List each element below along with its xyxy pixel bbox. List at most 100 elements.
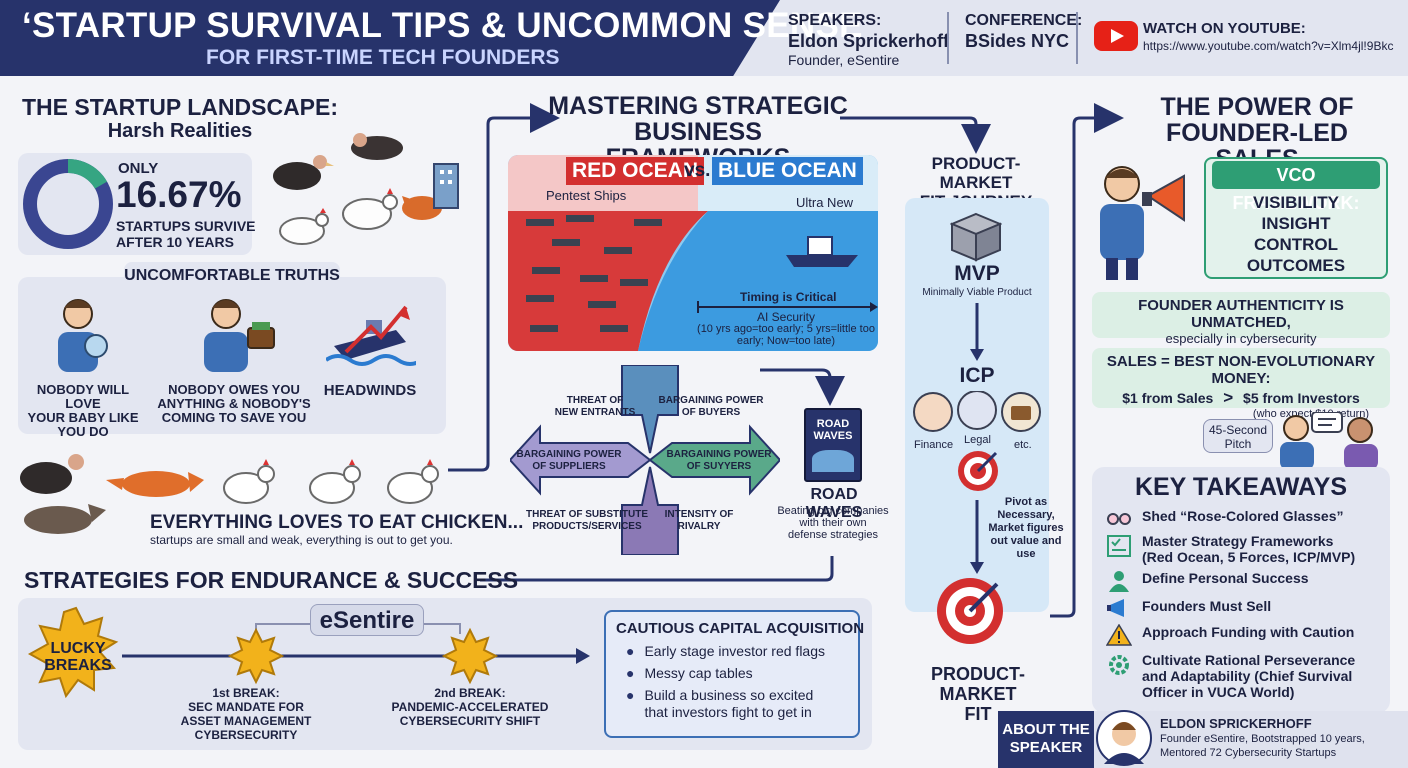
megaphone-person-icon: [1100, 166, 1185, 280]
authenticity-title: FOUNDER AUTHENTICITY IS UNMATCHED,: [1138, 297, 1344, 331]
glasses-icon: [1107, 513, 1131, 525]
blue-ocean-label: BLUE OCEAN: [712, 157, 863, 185]
money-compare: $1 from Sales > $5 from Investors: [1092, 388, 1390, 408]
money-title: SALES = BEST NON-EVOLUTIONARY MONEY:: [1106, 353, 1376, 387]
pmf-down-arrow: [970, 303, 984, 361]
framework-icon: [1107, 535, 1131, 557]
chicken-icon: [342, 188, 398, 230]
icp-finance: Finance: [914, 439, 954, 451]
survival-donut-chart: [23, 159, 113, 249]
strategies-title: STRATEGIES FOR ENDURANCE & SUCCESS: [24, 567, 519, 593]
burst-icon: [27, 606, 119, 699]
vco-visibility: VISIBILITY: [1253, 193, 1339, 212]
authenticity-sub: especially in cybersecurity: [1165, 331, 1317, 346]
mvp-desc: Minimally Viable Product: [922, 287, 1032, 298]
vulture-icon: [20, 454, 84, 494]
survival-percent: 16.67%: [116, 174, 242, 215]
fox-icon: [402, 196, 442, 220]
chicken-title: EVERYTHING LOVES TO EAT CHICKEN...: [150, 512, 524, 533]
takeaways-panel: [1092, 467, 1390, 713]
big-target-icon: [937, 578, 1003, 644]
vs-label: vs.: [684, 160, 711, 181]
ship-icon: [786, 236, 858, 267]
about-line-1: Founder eSentire, Bootstrapped 10 years,: [1160, 733, 1365, 745]
landscape-title: THE STARTUP LANDSCAPE:: [21, 94, 339, 120]
page-subtitle: FOR FIRST-TIME TECH FOUNDERS: [206, 46, 560, 69]
red-ocean-label: RED OCEAN: [566, 157, 705, 185]
conference-name: BSides NYC: [965, 31, 1070, 51]
lucky-breaks-timeline: [27, 606, 590, 699]
fox-icon: [106, 471, 204, 497]
pentest-label: Pentest Ships: [546, 188, 627, 203]
page-title: ‘STARTUP SURVIVAL TIPS & UNCOMMON SENSE: [22, 6, 863, 45]
pmf-down-arrow: [970, 500, 984, 574]
bullet-icon: ●: [626, 687, 635, 703]
icp-label: ICP: [959, 364, 995, 387]
pitch-conversation-icon: [1280, 412, 1378, 470]
sales-money-card: SALES = BEST NON-EVOLUTIONARY MONEY: $1 …: [1092, 348, 1390, 420]
money-greater-than: >: [1223, 388, 1234, 407]
road-waves-title: ROAD WAVES: [805, 486, 863, 521]
survival-share-arc: [23, 159, 113, 249]
warning-icon: [1106, 624, 1132, 646]
gear-icon: [1109, 655, 1129, 675]
wolf-icon: [24, 504, 106, 534]
speaker-avatar: [1096, 710, 1152, 766]
icp-legal: Legal: [964, 434, 991, 446]
money-sales: $1 from Sales: [1122, 390, 1214, 406]
takeaway-item: Founders Must Sell: [1106, 598, 1388, 618]
truths-title: UNCOMFORTABLE TRUTHS: [124, 262, 340, 290]
takeaways-list: Shed “Rose-Colored Glasses” Master Strat…: [1106, 508, 1388, 700]
chicken-subtitle: startups are small and weak, everything …: [150, 533, 453, 547]
ai-security-label: AI Security (10 yrs ago=too early; 5 yrs…: [697, 310, 875, 347]
vco-outcomes: OUTCOMES: [1246, 256, 1346, 275]
building-icon: [433, 163, 459, 209]
burst-icon: [441, 627, 499, 685]
capital-item: ●Messy cap tables: [626, 665, 753, 681]
landscape-subtitle: Harsh Realities: [107, 120, 253, 142]
truth-3: HEADWINDS: [323, 382, 417, 399]
header-divider: [947, 12, 949, 64]
vco-insight: INSIGHT: [1261, 214, 1331, 233]
youtube-link[interactable]: https://www.youtube.com/watch?v=Xlm4jl!9…: [1143, 39, 1394, 53]
takeaway-item: Shed “Rose-Colored Glasses”: [1106, 508, 1388, 528]
chicken-icon: [387, 459, 439, 504]
speaker-name: Eldon Sprickerhoff: [788, 31, 950, 51]
about-line-2: Mentored 72 Cybersecurity Startups: [1160, 747, 1337, 759]
icp-personas-icon: [913, 391, 1041, 432]
authenticity-card: FOUNDER AUTHENTICITY IS UNMATCHED, espec…: [1092, 292, 1390, 346]
bullet-icon: ●: [626, 643, 635, 659]
chicken-icon: [279, 208, 329, 245]
speaker-role: Founder, eSentire: [788, 52, 900, 68]
megaphone-icon: [1107, 599, 1124, 617]
takeaway-item: Define Personal Success: [1106, 570, 1388, 592]
takeaway-item: Approach Funding with Caution: [1106, 624, 1388, 646]
capital-list: ●Early stage investor red flags ●Messy c…: [616, 643, 848, 721]
vco-title: VCO FRAMEWORK:: [1212, 161, 1380, 213]
ultra-new-label: Ultra New: [796, 195, 854, 210]
book-title-line-1: ROAD: [816, 418, 850, 430]
five-forces-diagram: [510, 365, 780, 555]
predators-illustration: [273, 133, 459, 245]
vco-control: CONTROL: [1253, 235, 1339, 254]
youtube-icon[interactable]: [1094, 21, 1138, 51]
icp-etc: etc.: [1014, 439, 1032, 451]
